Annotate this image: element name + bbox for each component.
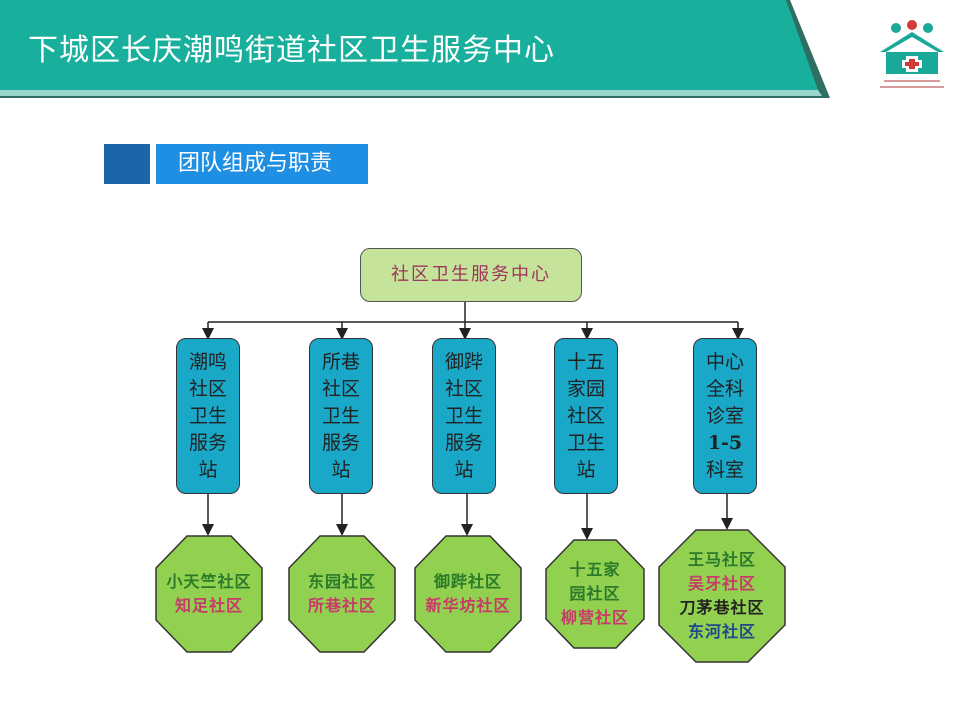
station-text: 服务 <box>188 431 227 454</box>
section-title: 团队组成与职责 <box>156 144 368 184</box>
station-node-chaoming: 潮鸣 社区 卫生 服务 站 <box>176 338 240 494</box>
station-text: 诊室 <box>705 404 744 427</box>
station-text: 卫生 <box>188 404 227 427</box>
station-text: 服务 <box>321 431 360 454</box>
station-node-shiwujiayuan: 十五 家园 社区 卫生 站 <box>554 338 618 494</box>
station-text: 卫生 <box>444 404 483 427</box>
section-tag: 团队组成与职责 <box>104 144 368 184</box>
station-text: 社区 <box>188 377 227 400</box>
community-text: 园社区 <box>569 584 621 603</box>
header-band <box>0 0 830 98</box>
station-node-suoxiang: 所巷 社区 卫生 服务 站 <box>309 338 373 494</box>
station-text: 站 <box>576 458 596 481</box>
station-text: 1-5 <box>707 431 743 454</box>
community-text: 小天竺社区 <box>166 572 252 591</box>
root-node: 社区卫生服务中心 <box>360 248 582 302</box>
community-text: 所巷社区 <box>307 596 376 615</box>
page-title: 下城区长庆潮鸣街道社区卫生服务中心 <box>28 33 555 68</box>
community-text: 知足社区 <box>174 596 243 615</box>
community-node-suoxiang: 东园社区 所巷社区 <box>288 535 396 653</box>
station-text: 社区 <box>444 377 483 400</box>
station-text: 站 <box>198 458 218 481</box>
station-text: 科室 <box>705 458 744 481</box>
station-text: 社区 <box>321 377 360 400</box>
house-cross-logo-icon <box>880 20 944 88</box>
station-text: 十五 <box>566 350 605 373</box>
station-text: 服务 <box>444 431 483 454</box>
station-node-yubi: 御跸 社区 卫生 服务 站 <box>432 338 496 494</box>
station-text: 中心 <box>705 350 744 373</box>
community-node-shiwujiayuan: 十五家 园社区 柳营社区 <box>545 539 645 649</box>
station-node-center-clinic: 中心 全科 诊室 1-5 科室 <box>693 338 757 494</box>
community-node-yubi: 御跸社区 新华坊社区 <box>414 535 522 653</box>
station-text: 卫生 <box>566 431 605 454</box>
community-text: 十五家 <box>569 560 621 579</box>
station-text: 卫生 <box>321 404 360 427</box>
community-node-chaoming: 小天竺社区 知足社区 <box>155 535 263 653</box>
community-node-center: 王马社区 吴牙社区 刀茅巷社区 东河社区 <box>658 529 786 663</box>
community-text: 刀茅巷社区 <box>679 598 765 617</box>
community-text: 吴牙社区 <box>687 574 756 593</box>
station-text: 所巷 <box>321 350 360 373</box>
community-text: 东河社区 <box>687 622 756 641</box>
station-text: 全科 <box>705 377 744 400</box>
community-text: 东园社区 <box>307 572 376 591</box>
community-text: 御跸社区 <box>433 572 502 591</box>
community-text: 柳营社区 <box>560 608 629 627</box>
station-text: 潮鸣 <box>188 350 227 373</box>
community-text: 新华坊社区 <box>425 596 511 615</box>
station-text: 站 <box>331 458 351 481</box>
station-text: 社区 <box>566 404 605 427</box>
station-text: 家园 <box>566 377 605 400</box>
community-text: 王马社区 <box>687 550 756 569</box>
station-text: 站 <box>454 458 474 481</box>
station-text: 御跸 <box>444 350 483 373</box>
section-tag-accent <box>104 144 150 184</box>
